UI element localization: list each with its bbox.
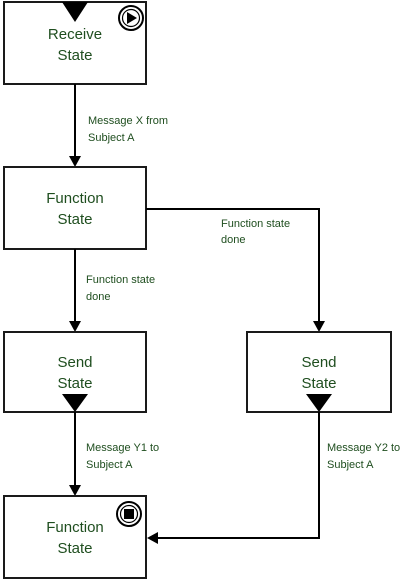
edge-label-message-y2-line1: Message Y2 to <box>327 442 400 454</box>
function-state-top-label-line2: State <box>57 211 92 228</box>
edge-send-left-to-end: Message Y1 to Subject A <box>69 412 159 496</box>
edge-label-message-y1-line2: Subject A <box>86 459 133 471</box>
function-state-top-label-line1: Function <box>46 190 104 207</box>
send-state-right-label-line2: State <box>301 375 336 392</box>
send-state-node-left[interactable]: Send State <box>3 331 147 413</box>
send-triangle-icon <box>62 394 88 412</box>
edge-function-to-send-left: Function state done <box>69 249 155 332</box>
edge-function-to-send-right: Function state done <box>146 208 325 332</box>
edge-receive-to-function: Message X from Subject A <box>69 84 168 167</box>
edge-send-right-to-end: Message Y2 to Subject A <box>147 412 400 544</box>
end-stop-icon <box>116 501 142 527</box>
edge-label-message-x-line2: Subject A <box>88 132 135 144</box>
send-state-left-label-line1: Send <box>57 354 92 371</box>
edge-label-function-done-left-line1: Function state <box>86 274 155 286</box>
receive-state-node[interactable]: Receive State <box>3 1 147 85</box>
edge-label-function-done-right-line1: Function state <box>221 218 290 230</box>
receive-state-label-line2: State <box>57 47 92 64</box>
send-state-right-label-line1: Send <box>301 354 336 371</box>
function-state-end-label-line2: State <box>57 540 92 557</box>
send-state-node-right[interactable]: Send State <box>246 331 392 413</box>
edge-label-message-x-line1: Message X from <box>88 115 168 127</box>
receive-triangle-icon <box>62 2 88 22</box>
function-state-end-label-line1: Function <box>46 519 104 536</box>
function-state-box-top <box>3 166 147 250</box>
send-state-left-label-line2: State <box>57 375 92 392</box>
function-state-node-top[interactable]: Function State <box>3 166 147 250</box>
start-play-icon <box>118 5 144 31</box>
edge-label-function-done-right-line2: done <box>221 234 245 246</box>
send-triangle-icon <box>306 394 332 412</box>
receive-state-label-line1: Receive <box>48 26 102 43</box>
function-state-node-end[interactable]: Function State <box>3 495 147 579</box>
edge-label-message-y2-line2: Subject A <box>327 459 374 471</box>
edge-label-message-y1-line1: Message Y1 to <box>86 442 159 454</box>
edge-label-function-done-left-line2: done <box>86 291 110 303</box>
